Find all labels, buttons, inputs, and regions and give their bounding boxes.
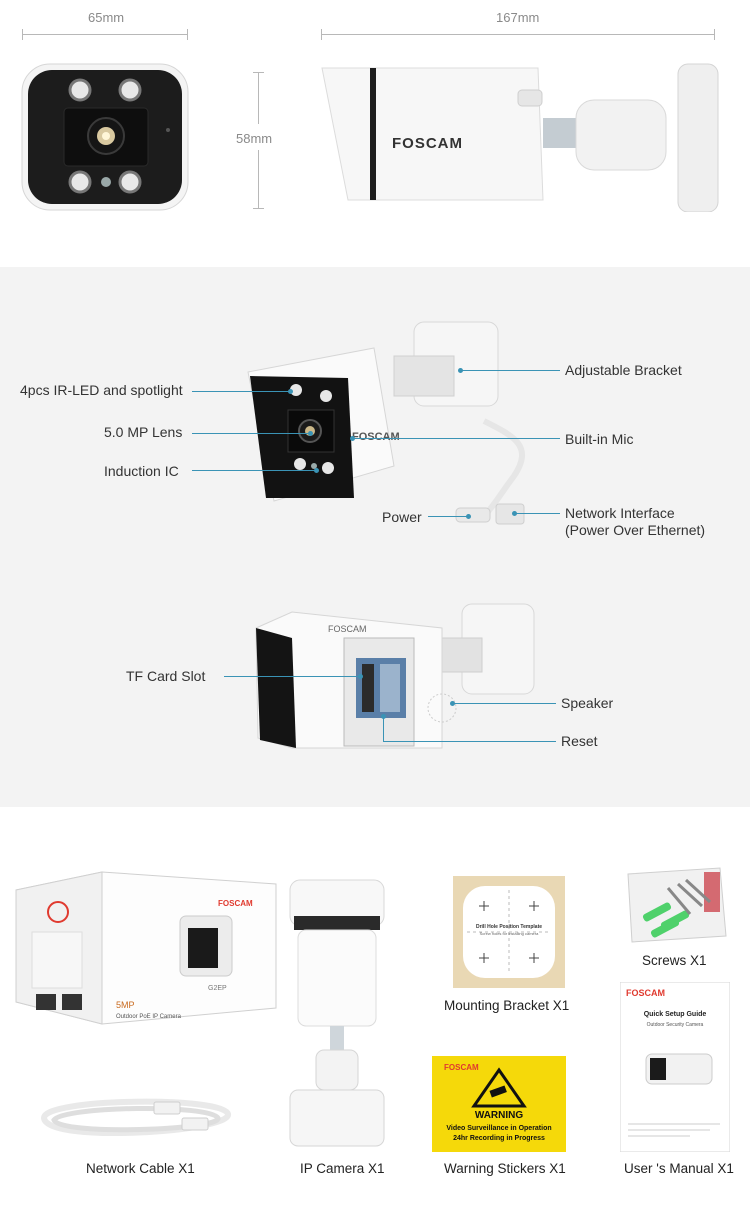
underside-brand: FOSCAM <box>328 624 367 634</box>
dimension-height-tick-top <box>253 72 264 73</box>
label-ip-camera: IP Camera X1 <box>300 1161 385 1176</box>
dimension-width-tick-right <box>187 29 188 40</box>
warning-sticker: FOSCAM WARNING Video Surveillance in Ope… <box>432 1056 566 1152</box>
camera-features-underside: FOSCAM <box>255 603 535 749</box>
leader-dot-mic <box>350 436 355 441</box>
dimension-width-line <box>22 34 188 35</box>
leader-dot-network <box>512 511 517 516</box>
callout-ir-led: 4pcs IR-LED and spotlight <box>20 382 183 398</box>
leader-reset <box>383 741 556 742</box>
callout-power: Power <box>382 509 422 525</box>
leader-power <box>428 516 468 517</box>
leader-network <box>514 513 560 514</box>
leader-dot-lens <box>308 431 313 436</box>
label-mounting-bracket: Mounting Bracket X1 <box>444 998 570 1013</box>
leader-induction <box>192 470 316 471</box>
features-front-brand: FOSCAM <box>352 431 400 443</box>
template-subtitle: Screw holes for installing camera <box>480 931 539 936</box>
mounting-bracket-card: Drill Hole Position Template Screw holes… <box>453 876 565 988</box>
callout-speaker: Speaker <box>561 695 614 711</box>
leader-reset-vertical <box>383 716 384 741</box>
template-title: Drill Hole Position Template <box>476 924 542 930</box>
ip-camera-product <box>289 879 385 1147</box>
dimension-length-label: 167mm <box>496 10 540 25</box>
sticker-line3: 24hr Recording in Progress <box>453 1135 545 1142</box>
leader-dot-speaker <box>450 701 455 706</box>
manual-subtitle: Outdoor Security Camera <box>647 1022 704 1028</box>
box-title: 5MP <box>116 1000 135 1010</box>
screws-bag <box>627 867 727 943</box>
leader-mic <box>352 438 560 439</box>
network-cable <box>40 1098 231 1136</box>
label-screws: Screws X1 <box>642 953 707 968</box>
callout-induction: Induction IC <box>104 463 179 479</box>
box-subtitle: Outdoor PoE IP Camera <box>116 1014 182 1020</box>
leader-bracket <box>460 370 560 371</box>
callout-network-line2: (Power Over Ethernet) <box>565 522 706 538</box>
dimension-width-tick-left <box>22 29 23 40</box>
dimension-height-label: 58mm <box>236 131 273 146</box>
leader-dot-induction <box>314 468 319 473</box>
sticker-brand: FOSCAM <box>444 1063 479 1072</box>
sticker-warning: WARNING <box>475 1110 524 1121</box>
camera-side-view: FOSCAM <box>321 63 719 212</box>
dimension-height-line-bottom <box>258 150 259 208</box>
dimension-length-tick-right <box>714 29 715 40</box>
callout-bracket: Adjustable Bracket <box>565 362 682 378</box>
dimension-length-line <box>321 34 715 35</box>
leader-dot-reset <box>381 714 386 719</box>
callout-reset: Reset <box>561 733 598 749</box>
leader-dot-ir-led <box>288 389 293 394</box>
manual-brand: FOSCAM <box>626 988 665 998</box>
callout-lens: 5.0 MP Lens <box>104 424 183 440</box>
leader-tf-card <box>224 676 360 677</box>
callout-mic: Built-in Mic <box>565 431 634 447</box>
dimension-height-tick-bottom <box>253 208 264 209</box>
camera-features-front: FOSCAM <box>247 321 525 525</box>
leader-dot-bracket <box>458 368 463 373</box>
leader-dot-power <box>466 514 471 519</box>
label-users-manual: User 's Manual X1 <box>624 1161 734 1176</box>
callout-network-line1: Network Interface <box>565 505 675 521</box>
product-box: FOSCAM G2EP 5MP Outdoor PoE IP Camera <box>15 871 277 1025</box>
box-brand: FOSCAM <box>218 899 253 908</box>
box-model: G2EP <box>208 985 227 992</box>
leader-dot-tf-card <box>358 674 363 679</box>
label-warning-stickers: Warning Stickers X1 <box>444 1161 566 1176</box>
label-network-cable: Network Cable X1 <box>86 1161 195 1176</box>
manual-title: Quick Setup Guide <box>644 1011 707 1018</box>
callout-network: Network Interface (Power Over Ethernet) <box>565 505 705 539</box>
camera-front-view <box>21 63 189 211</box>
dimension-length-tick-left <box>321 29 322 40</box>
users-manual: FOSCAM Quick Setup Guide Outdoor Securit… <box>620 982 730 1152</box>
dimension-width-label: 65mm <box>88 10 125 25</box>
leader-speaker <box>452 703 556 704</box>
side-view-brand: FOSCAM <box>392 135 463 152</box>
sticker-line2: Video Surveillance in Operation <box>446 1125 551 1132</box>
callout-tf-card: TF Card Slot <box>126 668 206 684</box>
leader-ir-led <box>192 391 290 392</box>
leader-lens <box>192 433 310 434</box>
dimension-height-line-top <box>258 72 259 124</box>
